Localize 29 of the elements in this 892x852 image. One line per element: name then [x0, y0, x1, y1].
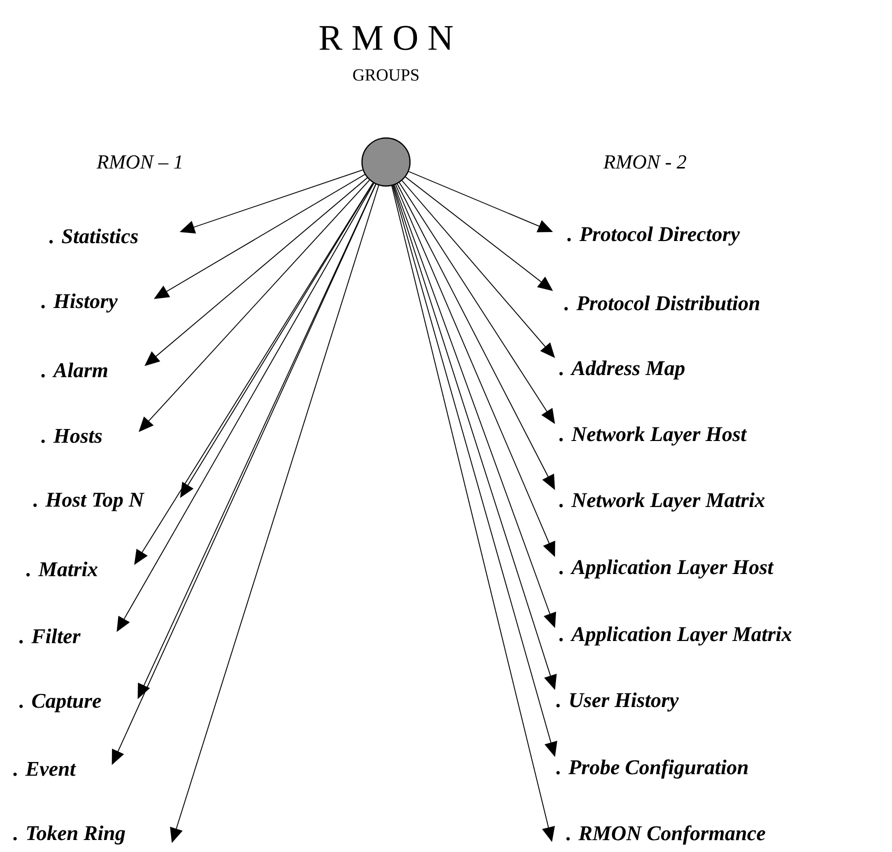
column-heading: RMON - 2: [603, 155, 686, 169]
group-label: . Matrix: [26, 562, 98, 576]
group-label: . Application Layer Host: [559, 559, 774, 579]
arrow: [402, 180, 555, 358]
group-label: . Protocol Directory: [567, 226, 740, 246]
group-label: . Event: [13, 762, 76, 776]
group-label: . Capture: [19, 694, 101, 712]
group-label: . User History: [556, 692, 679, 712]
group-label: . Filter: [19, 628, 81, 644]
column-heading: RMON – 1: [96, 155, 182, 169]
group-label: . Protocol Distribution: [564, 296, 760, 310]
title: R M O N: [320, 26, 453, 50]
group-label: . Network Layer Host: [559, 426, 747, 446]
group-label: . Host Top N: [33, 492, 144, 512]
group-label: . Probe Configuration: [556, 759, 748, 779]
arrow: [405, 176, 553, 291]
group-label: . History: [41, 293, 118, 313]
group-label: . Token Ring: [13, 826, 126, 845]
hub-circle: [361, 137, 411, 187]
group-label: . Statistics: [49, 228, 138, 244]
group-label: . Alarm: [41, 362, 108, 378]
arrow: [138, 180, 370, 432]
subtitle: GROUPS: [353, 69, 418, 81]
group-label: . Address Map: [559, 360, 685, 380]
arrow: [144, 177, 368, 366]
group-label: . Hosts: [41, 428, 102, 444]
group-label: . RMON Conformance: [566, 825, 766, 845]
group-label: . Network Layer Matrix: [559, 492, 765, 512]
group-label: . Application Layer Matrix: [559, 626, 792, 646]
